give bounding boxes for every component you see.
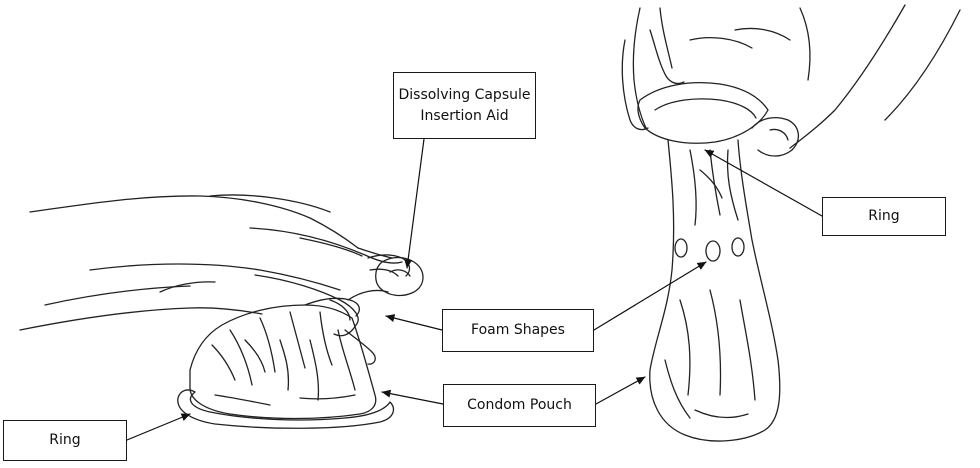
arrow-capsule (404, 138, 425, 269)
arrows (126, 138, 823, 441)
left-hand-illustration (19, 194, 424, 429)
right-hand-illustration (621, 4, 961, 442)
arrow-pouch-right (595, 376, 646, 405)
foam-shapes-label: Foam Shapes (442, 309, 594, 352)
arrow-ring-left (126, 413, 191, 441)
ring-label-left: Ring (3, 420, 127, 461)
arrow-foam-left (385, 314, 443, 331)
condom-pouch-label: Condom Pouch (443, 384, 596, 427)
arrow-pouch-left (381, 389, 444, 405)
ring-label-right: Ring (822, 197, 946, 236)
arrow-ring-right (704, 149, 823, 217)
arrow-foam-right (593, 261, 707, 331)
capsule-label: Dissolving Capsule Insertion Aid (393, 72, 536, 139)
